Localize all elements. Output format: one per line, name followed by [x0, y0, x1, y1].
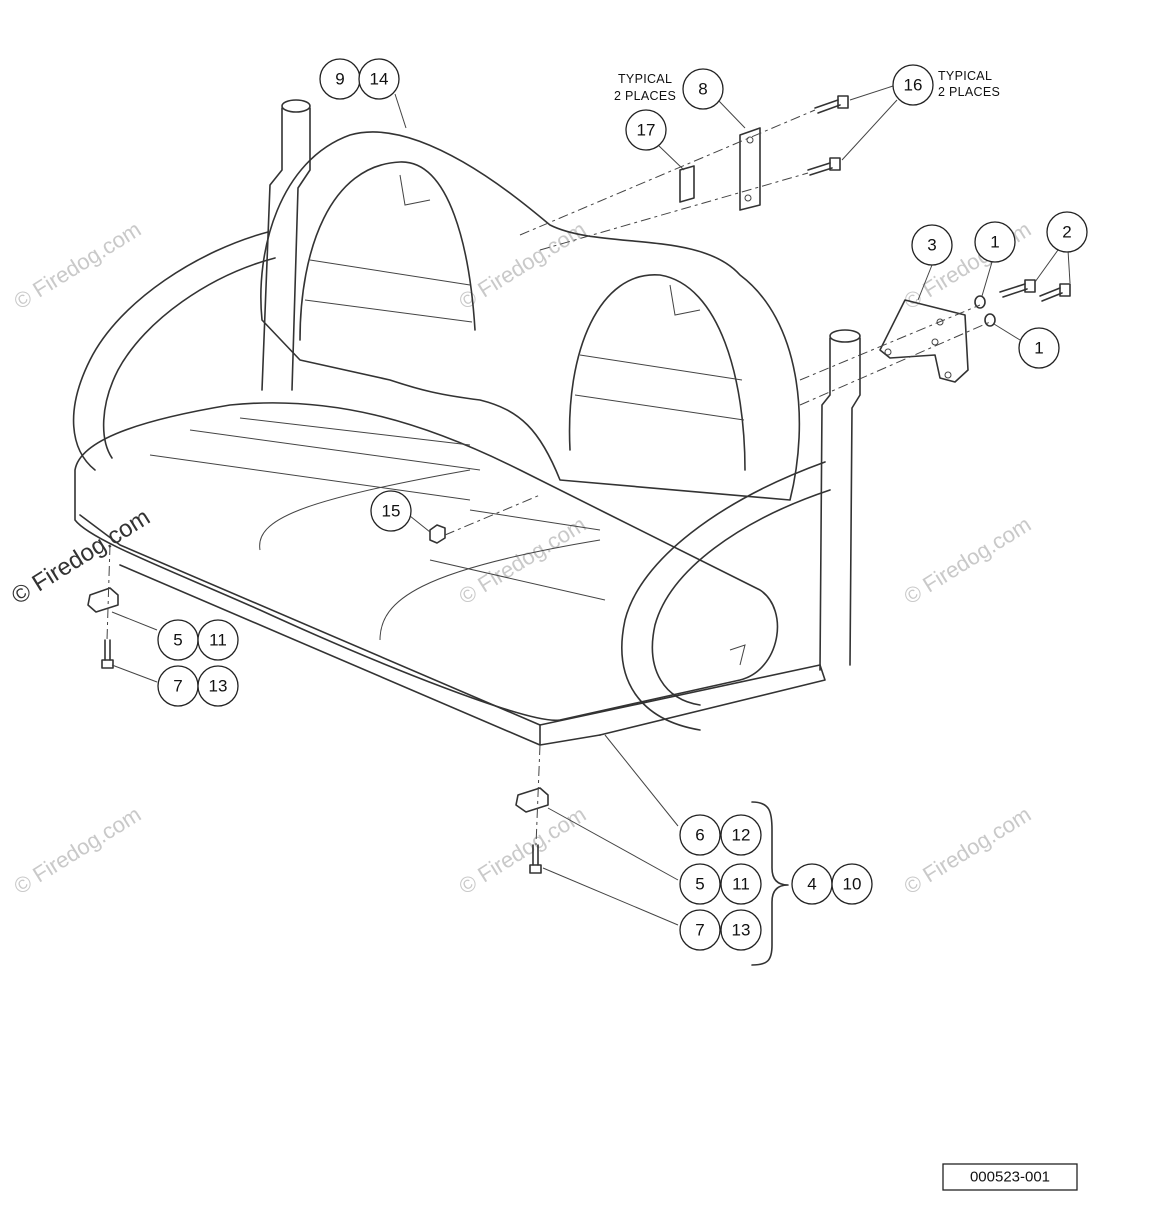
callout-12: 12 — [720, 814, 762, 856]
hinge-hardware — [87, 544, 549, 874]
watermark: © Firedog.com — [899, 801, 1035, 899]
leader-lines — [111, 85, 1071, 966]
callout-9: 9 — [319, 58, 361, 100]
callout-6: 6 — [679, 814, 721, 856]
callout-1: 1 — [974, 221, 1016, 263]
reference-number-box: 000523-001 — [942, 1163, 1078, 1191]
watermark: © Firedog.com — [9, 216, 145, 314]
bracket-hardware — [799, 279, 1071, 406]
svg-text:1: 1 — [990, 233, 999, 252]
callout-4: 4 — [791, 863, 833, 905]
watermark: © Firedog.com — [454, 216, 590, 314]
svg-text:16: 16 — [904, 76, 923, 95]
callout-14: 14 — [358, 58, 400, 100]
svg-text:4: 4 — [807, 875, 816, 894]
svg-text:15: 15 — [382, 502, 401, 521]
svg-text:5: 5 — [695, 875, 704, 894]
note-two-places: 2 PLACES — [938, 85, 1000, 99]
svg-text:17: 17 — [637, 121, 656, 140]
callout-3: 3 — [911, 224, 953, 266]
note-typical: TYPICAL — [618, 72, 672, 86]
svg-text:7: 7 — [173, 677, 182, 696]
callout-13: 13 — [720, 909, 762, 951]
svg-text:3: 3 — [927, 236, 936, 255]
svg-text:7: 7 — [695, 921, 704, 940]
svg-text:13: 13 — [209, 677, 228, 696]
svg-text:13: 13 — [732, 921, 751, 940]
svg-text:12: 12 — [732, 826, 751, 845]
svg-text:1: 1 — [1034, 339, 1043, 358]
rear-hardware — [519, 95, 849, 251]
seat-backrest — [260, 131, 801, 501]
reference-number: 000523-001 — [970, 1169, 1050, 1186]
callout-5: 5 — [679, 863, 721, 905]
callout-5: 5 — [157, 619, 199, 661]
callout-1: 1 — [1018, 327, 1060, 369]
svg-text:2: 2 — [1062, 223, 1071, 242]
watermark: © Firedog.com — [9, 801, 145, 899]
svg-text:10: 10 — [843, 875, 862, 894]
svg-text:11: 11 — [732, 875, 750, 894]
callout-7: 7 — [679, 909, 721, 951]
callout-7: 7 — [157, 665, 199, 707]
svg-text:5: 5 — [173, 631, 182, 650]
callout-15: 15 — [370, 490, 412, 532]
callout-16: 16 — [892, 64, 934, 106]
svg-text:8: 8 — [698, 80, 707, 99]
svg-text:9: 9 — [335, 70, 344, 89]
watermark: © Firedog.com — [454, 801, 590, 899]
callout-10: 10 — [831, 863, 873, 905]
seat-cushion — [74, 402, 779, 722]
svg-text:11: 11 — [209, 631, 227, 650]
note-typical: TYPICAL — [938, 69, 992, 83]
callout-11: 11 — [197, 619, 239, 661]
svg-text:6: 6 — [695, 826, 704, 845]
nut-hardware — [429, 494, 541, 544]
callout-11: 11 — [720, 863, 762, 905]
watermark: © Firedog.com — [7, 504, 155, 610]
callout-2: 2 — [1046, 211, 1088, 253]
callout-8: 8 — [682, 68, 724, 110]
callout-13: 13 — [197, 665, 239, 707]
watermark: © Firedog.com — [454, 511, 590, 609]
svg-text:14: 14 — [370, 70, 389, 89]
note-two-places: 2 PLACES — [614, 89, 676, 103]
watermark: © Firedog.com — [899, 511, 1035, 609]
callout-17: 17 — [625, 109, 667, 151]
